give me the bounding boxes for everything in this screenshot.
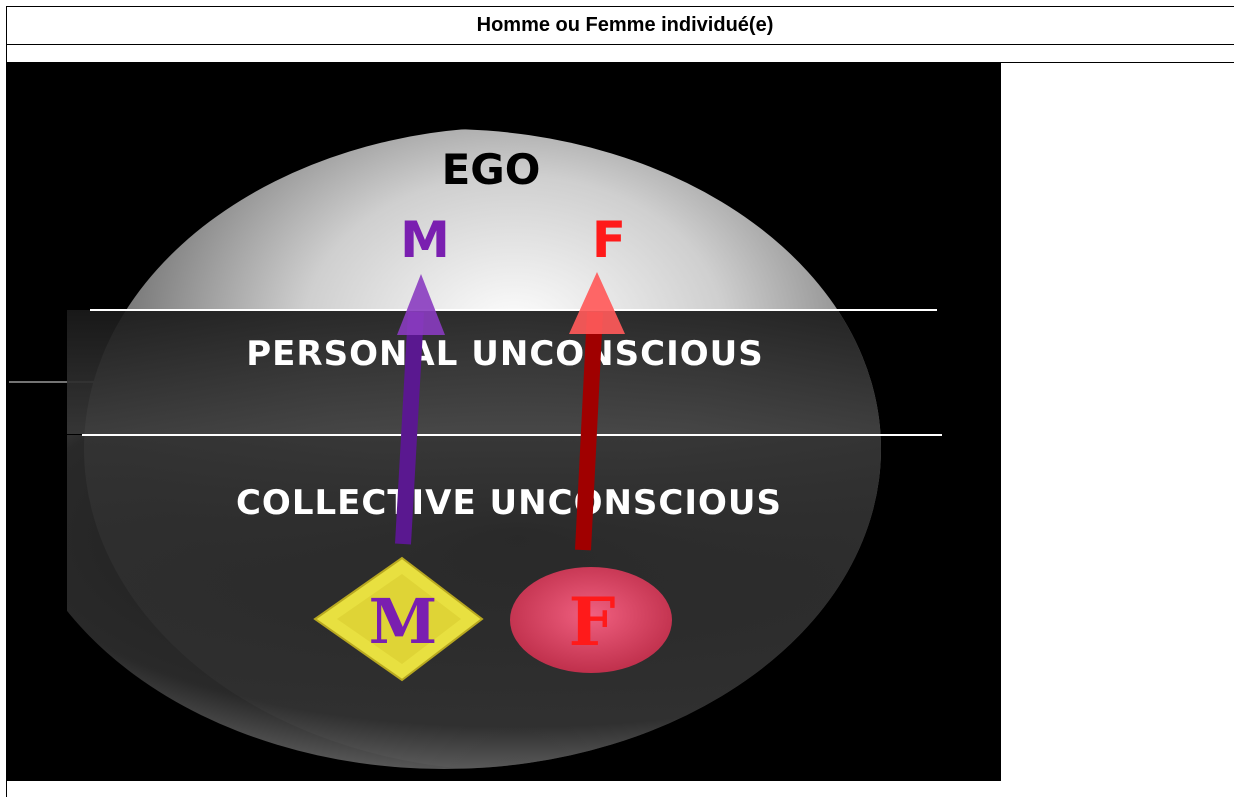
feminine-arrowhead [569, 272, 625, 334]
table-title: Homme ou Femme individué(e) [476, 14, 774, 36]
personal-unconscious-label: PERSONAL UNCONSCIOUS [246, 334, 763, 374]
empty-row [7, 45, 1234, 63]
feminine-arrow-shaft [575, 311, 603, 551]
feminine-circle-symbol [510, 567, 672, 673]
title-row: Homme ou Femme individué(e) [7, 7, 1234, 45]
feminine-top-label: F [592, 211, 626, 269]
masculine-arrow-shaft [395, 311, 424, 545]
ego-label: EGO [442, 145, 541, 194]
collective-unconscious-label: COLLECTIVE UNCONSCIOUS [236, 483, 782, 523]
masculine-symbol-label: M [369, 585, 438, 658]
personal-band [67, 310, 881, 434]
masculine-arrowhead [397, 274, 445, 335]
psyche-diagram: EGO PERSONAL UNCONSCIOUS COLLECTIVE UNCO… [7, 62, 1001, 781]
masculine-top-label: M [400, 211, 450, 269]
feminine-symbol-label: F [569, 583, 616, 661]
